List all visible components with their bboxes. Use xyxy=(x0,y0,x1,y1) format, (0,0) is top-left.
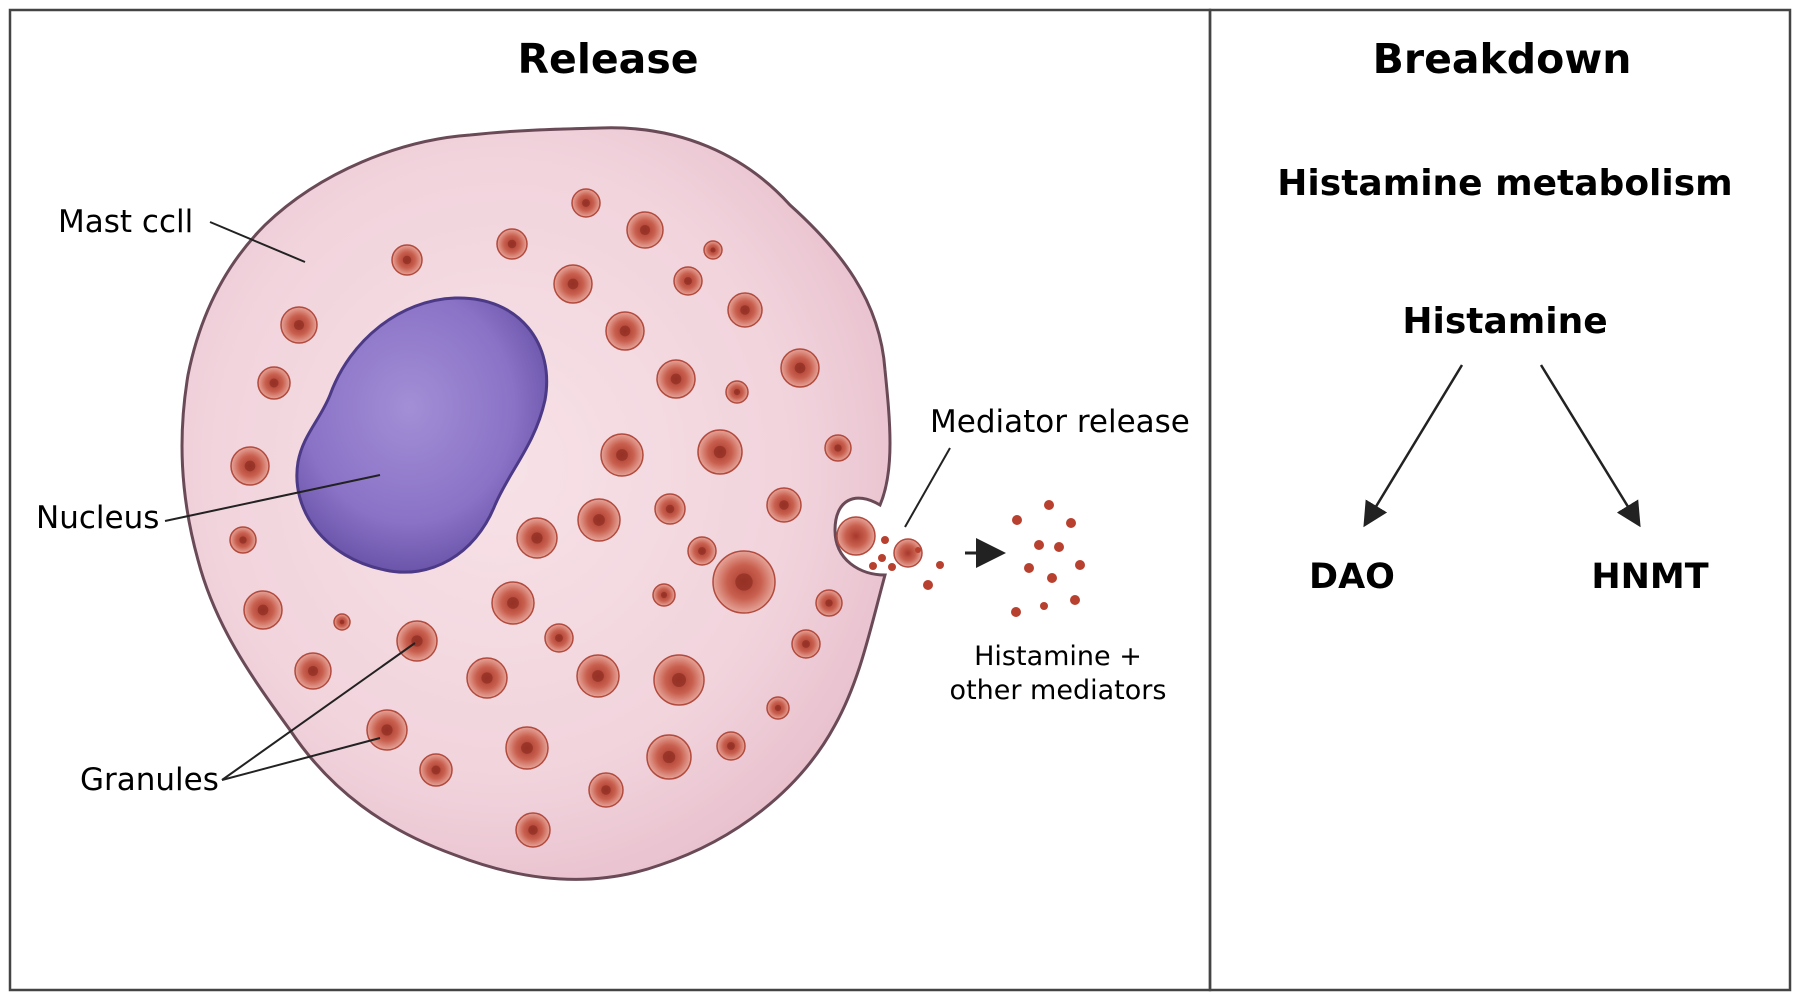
breakdown-title: Breakdown xyxy=(1373,35,1632,83)
hnmt-enzyme: HNMT xyxy=(1591,557,1708,597)
granule-core xyxy=(639,224,651,236)
granule-core xyxy=(727,742,735,750)
mast-cell-label: Mast ccll xyxy=(58,204,193,240)
mediator-release-leader xyxy=(904,447,951,528)
cell-membrane xyxy=(180,126,892,881)
mast-cell xyxy=(180,126,892,881)
released-mediators xyxy=(836,500,1085,617)
mediator-particle xyxy=(1011,607,1021,617)
mast-cell-leader xyxy=(209,221,306,263)
nucleus xyxy=(295,296,549,574)
granule-core xyxy=(269,378,279,388)
granule-core xyxy=(481,672,493,684)
exocytosing-granule xyxy=(836,516,876,556)
mediator-particle xyxy=(878,554,886,562)
granule-core xyxy=(521,742,533,754)
nucleus-label: Nucleus xyxy=(36,500,159,536)
granule-core xyxy=(307,665,319,677)
arrow-to-hnmt xyxy=(1539,364,1641,528)
released-label-line1: Histamine + xyxy=(974,641,1142,672)
mediator-particle xyxy=(1054,542,1064,552)
granule-core xyxy=(339,619,345,625)
mediator-particle xyxy=(1034,540,1044,550)
granule-core xyxy=(834,444,842,452)
granule-core xyxy=(698,547,706,555)
release-title: Release xyxy=(517,35,698,83)
granule-core xyxy=(402,255,412,265)
granule-core xyxy=(507,239,517,249)
granule-core xyxy=(802,640,810,648)
granule-core xyxy=(601,785,611,795)
mediator-particle xyxy=(1012,515,1022,525)
granules-label: Granules xyxy=(80,762,219,798)
granule-core xyxy=(293,319,305,331)
granule-core xyxy=(774,704,782,712)
granule-core xyxy=(593,514,605,526)
arrow-to-dao xyxy=(1363,364,1464,528)
granule-core xyxy=(257,604,269,616)
mediator-particle xyxy=(888,563,896,571)
metabolism-subtitle: Histamine metabolism xyxy=(1277,163,1732,204)
histamine-node: Histamine xyxy=(1402,301,1607,342)
granule-core xyxy=(740,305,750,315)
granule-core xyxy=(507,597,519,609)
mediator-particle xyxy=(1075,560,1085,570)
mediator-particle xyxy=(881,536,889,544)
granule-core xyxy=(794,362,806,374)
granule-core xyxy=(239,536,247,544)
granule-core xyxy=(662,750,676,764)
granule-core xyxy=(735,573,753,591)
granule-core xyxy=(381,724,393,736)
breakdown-panel-frame xyxy=(1208,8,1792,992)
granule-core xyxy=(713,445,727,459)
nucleus-leader xyxy=(164,474,381,522)
granule-core xyxy=(665,504,675,514)
granules-leader-upper xyxy=(221,642,416,781)
mediator-particle xyxy=(1066,518,1076,528)
granule-core xyxy=(555,634,563,642)
exocytosing-granule xyxy=(893,538,923,568)
mediator-particle xyxy=(1040,602,1048,610)
granule-core xyxy=(733,388,741,396)
mediator-particle xyxy=(1047,573,1057,583)
dao-enzyme: DAO xyxy=(1309,557,1395,597)
granules-leader-lower xyxy=(221,737,381,781)
mediator-particle xyxy=(869,562,877,570)
granule-core xyxy=(592,670,604,682)
granule-core xyxy=(672,673,686,687)
mediator-particle xyxy=(923,580,933,590)
granule-core xyxy=(684,277,692,285)
mediator-particle xyxy=(1044,500,1054,510)
granule-core xyxy=(528,825,538,835)
granule-core xyxy=(244,460,256,472)
granule-core xyxy=(619,325,631,337)
granule-core xyxy=(582,199,590,207)
granule-core xyxy=(531,532,543,544)
mediator-particle xyxy=(1024,563,1034,573)
released-label-line2: other mediators xyxy=(950,675,1167,706)
granule-group xyxy=(229,188,852,848)
mediator-particle xyxy=(915,547,921,553)
granule-core xyxy=(567,278,579,290)
granule-core xyxy=(616,449,628,461)
granule-core xyxy=(779,500,789,510)
mediator-release-label: Mediator release xyxy=(930,404,1190,440)
granule-core xyxy=(670,373,682,385)
mediator-particle xyxy=(936,561,944,569)
mediator-particle xyxy=(1070,595,1080,605)
granule-core xyxy=(710,247,716,253)
granule-core xyxy=(660,591,668,599)
granule-core xyxy=(825,599,833,607)
granule-core xyxy=(431,765,441,775)
